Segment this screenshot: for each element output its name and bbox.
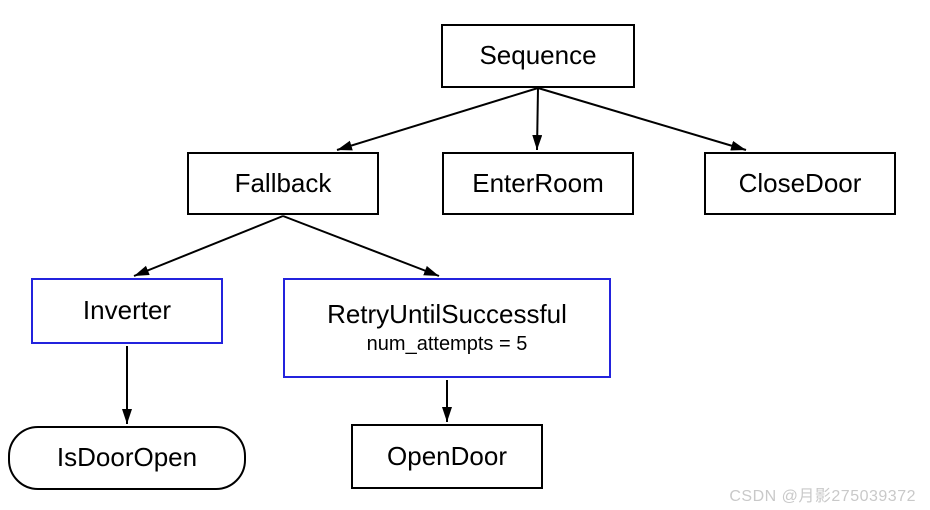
node-close-door: CloseDoor	[704, 152, 896, 215]
edge-fallback-retry	[282, 215, 440, 277]
node-label: OpenDoor	[387, 440, 507, 471]
edge-sequence-closedoor	[537, 87, 747, 151]
node-label: Fallback	[234, 167, 332, 198]
node-label: Inverter	[82, 295, 172, 326]
node-sequence: Sequence	[441, 24, 635, 88]
node-label: Sequence	[479, 40, 597, 71]
node-enter-room: EnterRoom	[442, 152, 634, 215]
node-label: RetryUntilSuccessful	[327, 299, 567, 330]
edge-sequence-fallback	[336, 87, 539, 151]
node-label: CloseDoor	[738, 167, 862, 198]
edge-fallback-inverter	[133, 215, 284, 277]
node-open-door: OpenDoor	[351, 424, 543, 489]
node-is-door-open: IsDoorOpen	[8, 426, 246, 490]
csdn-watermark: CSDN @月影275039372	[729, 488, 916, 505]
node-label: IsDoorOpen	[56, 442, 198, 473]
node-parameter: num_attempts = 5	[366, 332, 528, 355]
node-retry-until-successful: RetryUntilSuccessful num_attempts = 5	[283, 278, 611, 378]
edge-sequence-enterroom	[532, 87, 543, 151]
node-fallback: Fallback	[187, 152, 379, 215]
node-label: EnterRoom	[472, 167, 604, 198]
node-inverter: Inverter	[31, 278, 223, 344]
